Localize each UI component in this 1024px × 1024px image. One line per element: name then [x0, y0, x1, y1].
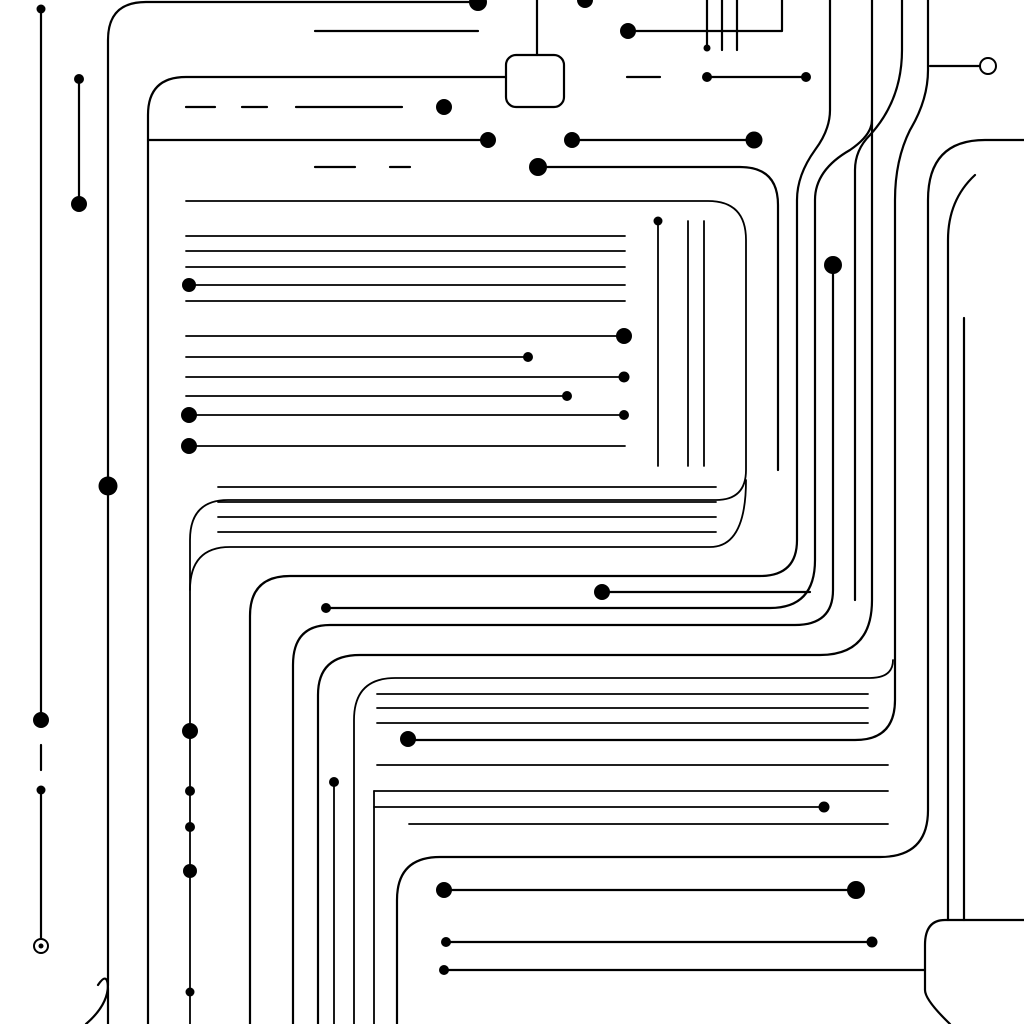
central-bus-1 — [185, 235, 626, 302]
pad — [619, 410, 629, 420]
pad — [181, 407, 197, 423]
central-wrap — [189, 479, 747, 591]
pad — [436, 882, 452, 898]
pad — [329, 777, 339, 787]
pad — [182, 278, 196, 292]
central-vertical-traces — [657, 220, 705, 467]
pad — [523, 352, 533, 362]
pad — [594, 584, 610, 600]
top-right-bus — [626, 0, 784, 33]
pad — [847, 881, 865, 899]
bottom-right-chip — [923, 918, 1024, 1024]
pad — [801, 72, 811, 82]
pad — [616, 328, 632, 344]
pad — [703, 44, 711, 52]
pad — [653, 216, 663, 226]
outer-frame-trace — [96, 0, 480, 1024]
pad — [321, 603, 331, 613]
pad — [562, 391, 572, 401]
circuit-traces — [39, 0, 1024, 1024]
lower-bus-2 — [373, 764, 889, 825]
terminal-ring — [979, 57, 997, 75]
second-frame-trace — [146, 75, 508, 1024]
pad — [564, 132, 580, 148]
central-frame — [185, 200, 747, 1024]
right-block-inner — [946, 173, 977, 922]
top-right-fingers — [705, 0, 739, 52]
pad — [620, 23, 636, 39]
pad — [469, 0, 487, 11]
lower-bus-1 — [376, 693, 869, 724]
pad — [183, 864, 197, 878]
pad — [436, 99, 452, 115]
pad — [182, 723, 198, 739]
central-lower-bus — [217, 486, 717, 533]
right-long-trace-3 — [853, 0, 904, 602]
pad — [36, 785, 46, 795]
pad — [185, 786, 195, 796]
right-long-trace-4 — [406, 0, 930, 742]
pad — [400, 731, 416, 747]
chip-component — [504, 53, 566, 109]
lower-frame — [353, 659, 894, 1024]
right-long-trace-1 — [248, 0, 832, 1024]
pad — [824, 256, 842, 274]
pad — [702, 72, 712, 82]
pad — [98, 476, 118, 496]
pad — [439, 965, 449, 975]
right-block-outer — [395, 138, 1024, 1024]
pad — [38, 943, 44, 949]
right-long-trace-2 — [324, 0, 874, 610]
pad — [71, 196, 87, 212]
pad — [529, 158, 547, 176]
pad — [181, 438, 197, 454]
pad — [745, 131, 763, 149]
pad — [577, 0, 593, 8]
pad — [33, 712, 49, 728]
central-bus-2 — [185, 335, 626, 447]
mid-long-trace — [536, 165, 780, 472]
circuit-pads — [33, 0, 997, 997]
pad — [185, 987, 195, 997]
pad — [36, 4, 46, 14]
pad — [618, 371, 630, 383]
pad — [866, 936, 878, 948]
pad — [480, 132, 496, 148]
right-long-trace-6 — [291, 263, 835, 1024]
pad — [441, 937, 451, 947]
outer-frame-lower — [84, 484, 110, 1024]
pad — [818, 801, 830, 813]
pad — [185, 822, 195, 832]
right-long-trace-5 — [316, 118, 874, 1024]
pad — [74, 74, 84, 84]
